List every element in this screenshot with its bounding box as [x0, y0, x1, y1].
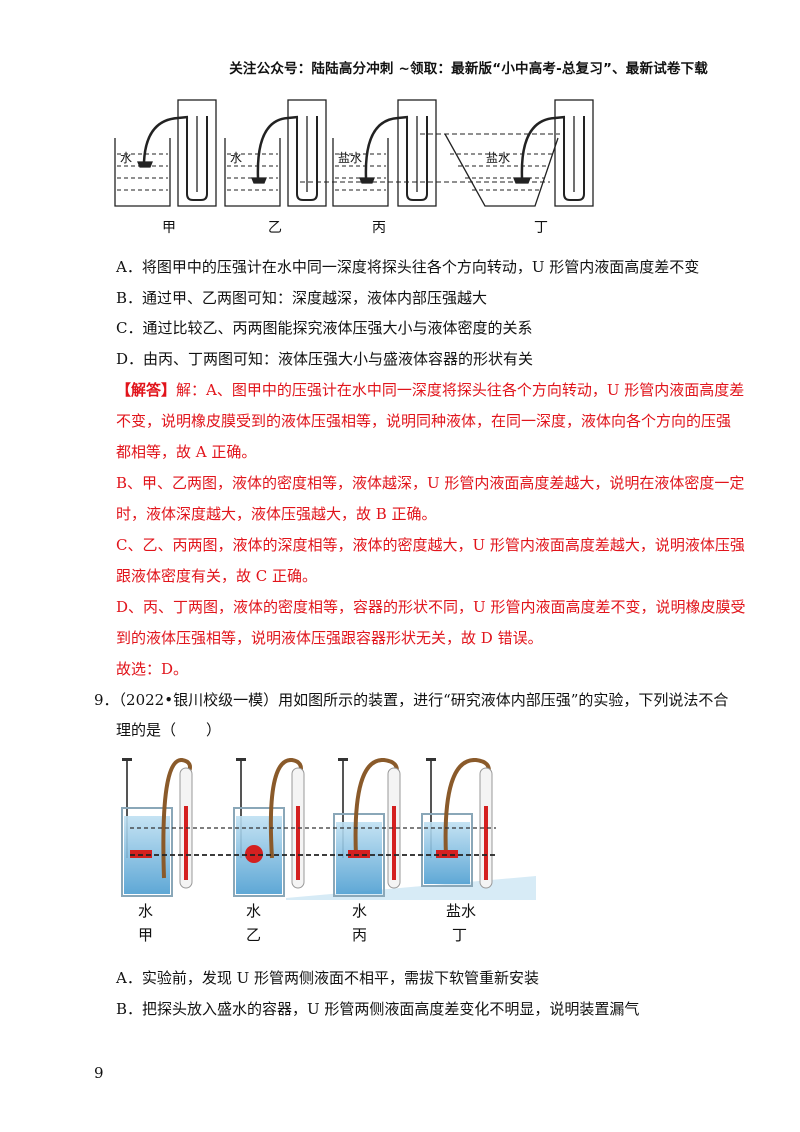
fig1-panel-label-3: 丙	[372, 220, 386, 236]
fig2-liquid-label-4: 盐水	[446, 902, 476, 920]
page-number: 9	[94, 1064, 104, 1082]
fig2-panel-label-2: 乙	[246, 926, 261, 944]
q8-answer-line-6: C、乙、丙两图，液体的深度相等，液体的密度越大，U 形管内液面高度差越大，说明液…	[116, 536, 745, 554]
fig1-panel-label-1: 甲	[162, 220, 176, 236]
q8-answer-line-2: 不变，说明橡皮膜受到的液体压强相等，说明同种液体，在同一深度，液体向各个方向的压…	[116, 412, 732, 430]
q8-option-b: B．通过甲、乙两图可知：深度越深，液体内部压强越大	[116, 289, 488, 307]
q8-answer-line-8: D、丙、丁两图，液体的密度相等，容器的形状不同，U 形管内液面高度差不变，说明橡…	[116, 598, 746, 616]
fig1-liquid-label-1: 水	[120, 151, 132, 165]
fig2-panel-label-1: 甲	[138, 926, 153, 944]
fig2-liquid-label-1: 水	[138, 902, 153, 920]
fig2-panel-label-3: 丙	[352, 926, 367, 944]
q8-answer-line-7: 跟液体密度有关，故 C 正确。	[116, 567, 318, 585]
q9-stem-line-1: 9．（2022•银川校级一模）用如图所示的装置，进行“研究液体内部压强”的实验，…	[94, 691, 729, 709]
q8-option-c: C．通过比较乙、丙两图能探究液体压强大小与液体密度的关系	[116, 319, 533, 337]
q9-option-a: A．实验前，发现 U 形管两侧液面不相平，需拔下软管重新安装	[116, 969, 540, 987]
q8-answer-line-5: 时，液体深度越大，液体压强越大，故 B 正确。	[116, 505, 437, 523]
page-header: 关注公众号：陆陆高分冲刺 ~领取：最新版“小中高考-总复习”、最新试卷下载	[229, 61, 708, 77]
q8-answer-line-10: 故选：D。	[116, 660, 189, 678]
q8-answer-line-1: 【解答】解：A、图甲中的压强计在水中同一深度将探头往各个方向转动，U 形管内液面…	[116, 381, 745, 399]
fig2-liquid-label-2: 水	[246, 902, 261, 920]
q8-answer-line-9: 到的液体压强相等，说明液体压强跟容器形状无关，故 D 错误。	[116, 629, 543, 647]
fig1-liquid-label-4: 盐水	[486, 151, 510, 165]
figure-pressure-gauge-1: 水 水 盐水 盐水 甲 乙 丙 丁	[114, 99, 594, 236]
q8-answer-line-3: 都相等，故 A 正确。	[116, 443, 257, 461]
answer-tag: 【解答】	[116, 381, 177, 399]
fig1-panel-label-4: 丁	[534, 220, 548, 236]
figure-pressure-gauge-2: 水 水 水 盐水 甲 乙 丙 丁	[121, 758, 536, 944]
q8-option-d: D．由丙、丁两图可知：液体压强大小与盛液体容器的形状有关	[116, 350, 534, 368]
fig2-liquid-label-3: 水	[352, 902, 367, 920]
fig1-liquid-label-3: 盐水	[338, 151, 362, 165]
fig1-panel-label-2: 乙	[268, 220, 282, 236]
q8-option-a: A．将图甲中的压强计在水中同一深度将探头往各个方向转动，U 形管内液面高度差不变	[116, 258, 700, 276]
q8-answer-line-4: B、甲、乙两图，液体的密度相等，液体越深，U 形管内液面高度差越大，说明在液体密…	[116, 474, 745, 492]
fig2-panel-label-4: 丁	[452, 926, 467, 944]
q9-stem-line-2: 理的是（ ）	[116, 721, 222, 739]
fig1-liquid-label-2: 水	[230, 151, 242, 165]
q9-option-b: B．把探头放入盛水的容器，U 形管两侧液面高度差变化不明显，说明装置漏气	[116, 1000, 640, 1018]
question-number: 9．	[94, 691, 119, 709]
